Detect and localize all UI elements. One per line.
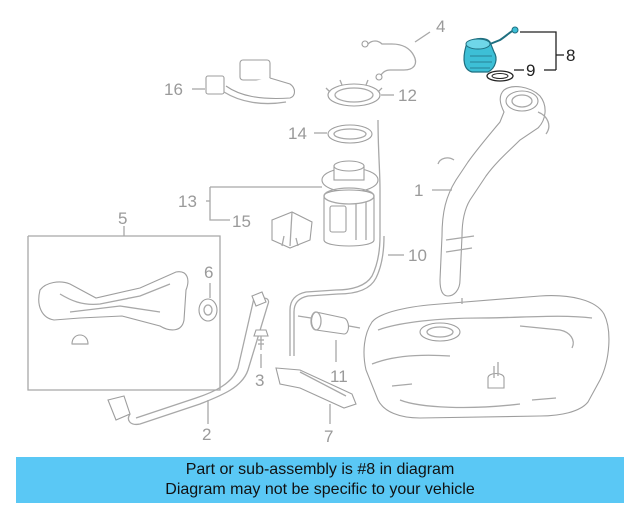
callout-5[interactable]: 5 xyxy=(118,209,127,228)
part-15-module xyxy=(271,211,313,249)
callout-8[interactable]: 8 xyxy=(566,46,575,65)
part-9-gasket xyxy=(486,69,524,82)
callout-13[interactable]: 13 xyxy=(178,192,197,211)
part-6-grommet xyxy=(198,283,218,322)
part-13-fuel-pump xyxy=(321,119,381,247)
part-10-fuel-line xyxy=(289,235,404,356)
part-4-sensor-wire xyxy=(361,31,431,81)
part-11-filter xyxy=(297,311,361,362)
callout-12[interactable]: 12 xyxy=(398,86,417,105)
part-2-strap xyxy=(107,291,270,426)
callout-2[interactable]: 2 xyxy=(202,425,211,444)
part-12-lock-ring xyxy=(325,79,394,107)
part-5-heat-shield-box xyxy=(27,226,221,391)
callout-4[interactable]: 4 xyxy=(436,17,445,36)
info-banner: Part or sub-assembly is #8 in diagram Di… xyxy=(16,457,624,503)
callout-7[interactable]: 7 xyxy=(324,427,333,446)
fuel-tank xyxy=(363,295,610,419)
part-1-filler-neck xyxy=(432,86,550,297)
callout-15[interactable]: 15 xyxy=(232,212,251,231)
callout-14[interactable]: 14 xyxy=(288,124,307,143)
banner-line-2: Diagram may not be specific to your vehi… xyxy=(165,481,475,498)
part-7-bracket xyxy=(275,367,357,424)
callout-10[interactable]: 10 xyxy=(408,246,427,265)
part-3-bolt xyxy=(253,329,269,368)
part-14-seal xyxy=(314,124,373,144)
callout-1[interactable]: 1 xyxy=(414,181,423,200)
callout-11[interactable]: 11 xyxy=(330,367,348,386)
callout-6[interactable]: 6 xyxy=(204,263,213,282)
bracket-13-15 xyxy=(206,186,322,221)
callout-3[interactable]: 3 xyxy=(255,371,264,390)
bracket-8-9 xyxy=(520,31,564,71)
callout-16[interactable]: 16 xyxy=(164,80,183,99)
banner-line-1: Part or sub-assembly is #8 in diagram xyxy=(185,461,455,478)
callout-9[interactable]: 9 xyxy=(526,61,535,80)
part-16-harness xyxy=(192,59,296,105)
part-8-filler-cap xyxy=(463,26,519,73)
